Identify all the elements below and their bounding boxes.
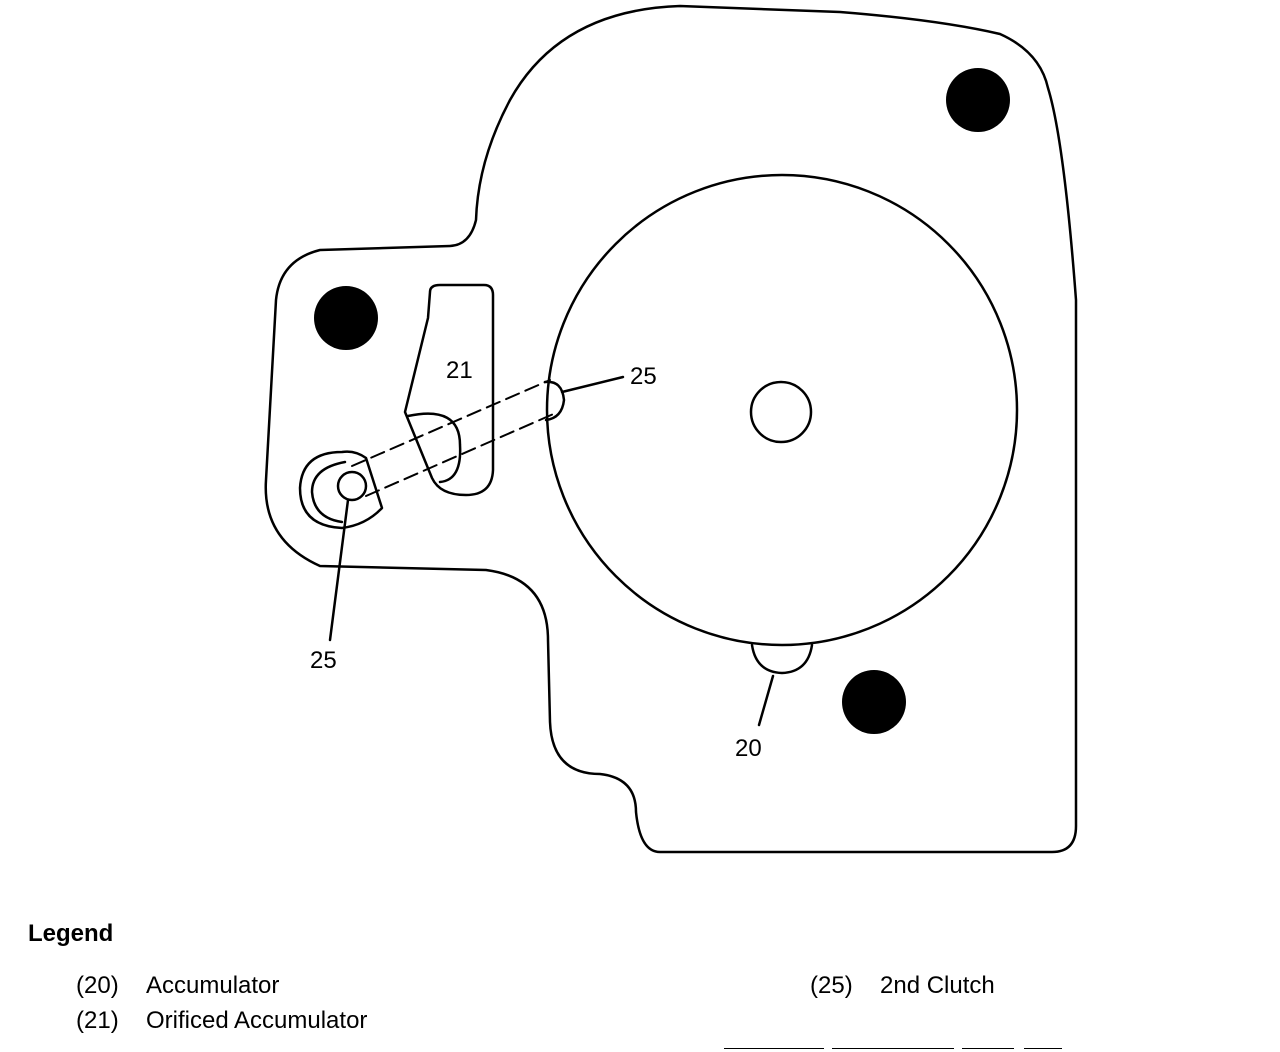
center-hole <box>749 380 813 444</box>
accumulator-housing-diagram: 21 25 25 20 <box>264 4 1078 854</box>
legend-item-accumulator: (20) Accumulator <box>76 972 279 1000</box>
legend-item-orificed-accumulator: (21) Orificed Accumulator <box>76 1007 367 1035</box>
footer-rule <box>724 1048 824 1049</box>
footer-rule <box>1024 1048 1062 1049</box>
legend-item-2nd-clutch: (25) 2nd Clutch <box>810 972 995 1000</box>
legend-item-number: (25) <box>810 972 853 999</box>
legend-item-label: Accumulator <box>146 972 280 999</box>
orificed-accumulator-slot <box>403 283 495 497</box>
housing-outline <box>264 4 1078 854</box>
passage-line-lower <box>365 411 559 497</box>
clutch-fitting-outer <box>298 450 384 530</box>
legend-title: Legend <box>28 920 114 947</box>
slot-pocket <box>406 412 462 484</box>
leader-25-left <box>328 498 350 642</box>
leader-20 <box>757 674 775 727</box>
clutch-fitting-inner-arc <box>310 460 347 524</box>
legend-item-label: 2nd Clutch <box>880 972 995 999</box>
bolt-hole-bottom-right <box>842 670 906 734</box>
legend-item-label: Orificed Accumulator <box>146 1007 368 1034</box>
callout-20: 20 <box>735 735 762 762</box>
callout-25-left: 25 <box>310 647 337 674</box>
passage-end-right <box>543 380 566 422</box>
footer-rule <box>832 1048 954 1049</box>
legend-item-number: (21) <box>76 1007 119 1034</box>
passage-line-upper <box>351 379 551 467</box>
leader-25-right <box>560 375 625 394</box>
legend-item-number: (20) <box>76 972 119 999</box>
bolt-hole-left <box>314 286 378 350</box>
callout-25-right: 25 <box>630 363 657 390</box>
footer-rule <box>962 1048 1014 1049</box>
legend: Legend (20) Accumulator (21) Orificed Accu… <box>0 900 1280 1052</box>
accumulator-notch <box>750 643 814 675</box>
accumulator-bore <box>545 173 1019 647</box>
callout-21: 21 <box>446 357 473 384</box>
clutch-port <box>336 470 368 502</box>
bolt-hole-top-right <box>946 68 1010 132</box>
